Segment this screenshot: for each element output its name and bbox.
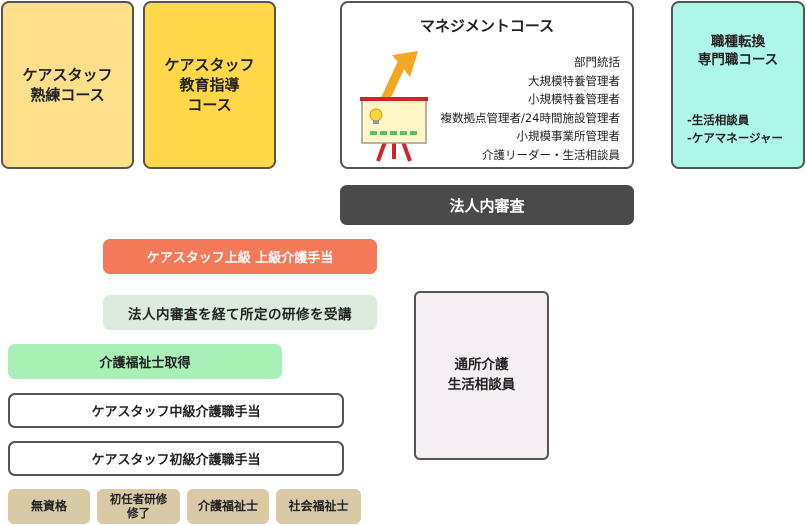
management-role: 小規模事業所管理者: [516, 129, 621, 143]
daycare-line1: 通所介護: [454, 356, 509, 373]
qualification-initial-training: 初任者研修 修了: [97, 489, 180, 524]
course-specialist-line2: 専門職コース: [697, 52, 779, 69]
basic-allowance-label: ケアスタッフ初級介護職手当: [91, 453, 261, 468]
specialist-items-list: -生活相談員 -ケアマネージャー: [687, 111, 783, 147]
course-skilled-line1: ケアスタッフ: [22, 65, 113, 84]
certified-label: 介護福祉士取得: [99, 356, 191, 371]
course-management-title: マネジメントコース: [419, 17, 555, 35]
management-role: 小規模特養管理者: [528, 92, 620, 106]
daycare-line2: 生活相談員: [447, 376, 516, 393]
management-role: 部門統括: [574, 55, 620, 69]
course-management: マネジメントコース 部門統括 大規模特養管理者 小規模特養管理者 複数拠点管理者…: [340, 1, 634, 169]
course-specialist: 職種転換 専門職コース -生活相談員 -ケアマネージャー: [671, 1, 805, 169]
daycare-counselor-box: 通所介護 生活相談員: [414, 291, 549, 460]
training-bar: 法人内審査を経て所定の研修を受講: [103, 295, 377, 330]
management-roles-list: 部門統括 大規模特養管理者 小規模特養管理者 複数拠点管理者/24時間施設管理者…: [440, 53, 620, 164]
internal-review-bar: 法人内審査: [340, 185, 634, 225]
basic-allowance-bar: ケアスタッフ初級介護職手当: [8, 441, 344, 476]
qualification-social-worker-label: 社会福祉士: [288, 499, 349, 514]
qualification-none-label: 無資格: [30, 499, 67, 514]
qualification-care-worker: 介護福祉士: [187, 489, 269, 524]
qualification-none: 無資格: [8, 489, 90, 524]
senior-allowance-label: ケアスタッフ上級 上級介護手当: [146, 251, 334, 266]
qualification-initial-line2: 修了: [127, 505, 150, 520]
internal-review-label: 法人内審査: [449, 196, 525, 215]
qualification-care-worker-label: 介護福祉士: [197, 499, 258, 514]
management-role: 大規模特養管理者: [528, 73, 620, 88]
certified-bar: 介護福祉士取得: [8, 344, 282, 379]
mid-allowance-label: ケアスタッフ中級介護職手当: [91, 405, 261, 420]
course-education-line2: 教育指導: [179, 75, 240, 94]
course-education: ケアスタッフ 教育指導 コース: [143, 1, 276, 169]
management-role: 複数拠点管理者/24時間施設管理者: [440, 110, 620, 125]
senior-allowance-bar: ケアスタッフ上級 上級介護手当: [103, 239, 377, 274]
course-education-line3: コース: [187, 96, 232, 115]
presentation-easel-arrow-icon: [360, 51, 428, 162]
course-skilled: ケアスタッフ 熟練コース: [1, 1, 134, 169]
mid-allowance-bar: ケアスタッフ中級介護職手当: [8, 393, 344, 428]
management-role: 介護リーダー・生活相談員: [482, 147, 620, 162]
training-label: 法人内審査を経て所定の研修を受講: [128, 306, 352, 323]
specialist-item: -生活相談員: [687, 113, 750, 127]
qualification-social-worker: 社会福祉士: [276, 489, 361, 524]
course-specialist-title: 職種転換 専門職コース: [673, 33, 803, 69]
course-education-line1: ケアスタッフ: [164, 55, 255, 74]
course-specialist-line1: 職種転換: [711, 34, 765, 50]
qualification-initial-line1: 初任者研修: [109, 491, 168, 506]
course-skilled-line2: 熟練コース: [30, 86, 105, 104]
specialist-item: -ケアマネージャー: [687, 131, 783, 145]
